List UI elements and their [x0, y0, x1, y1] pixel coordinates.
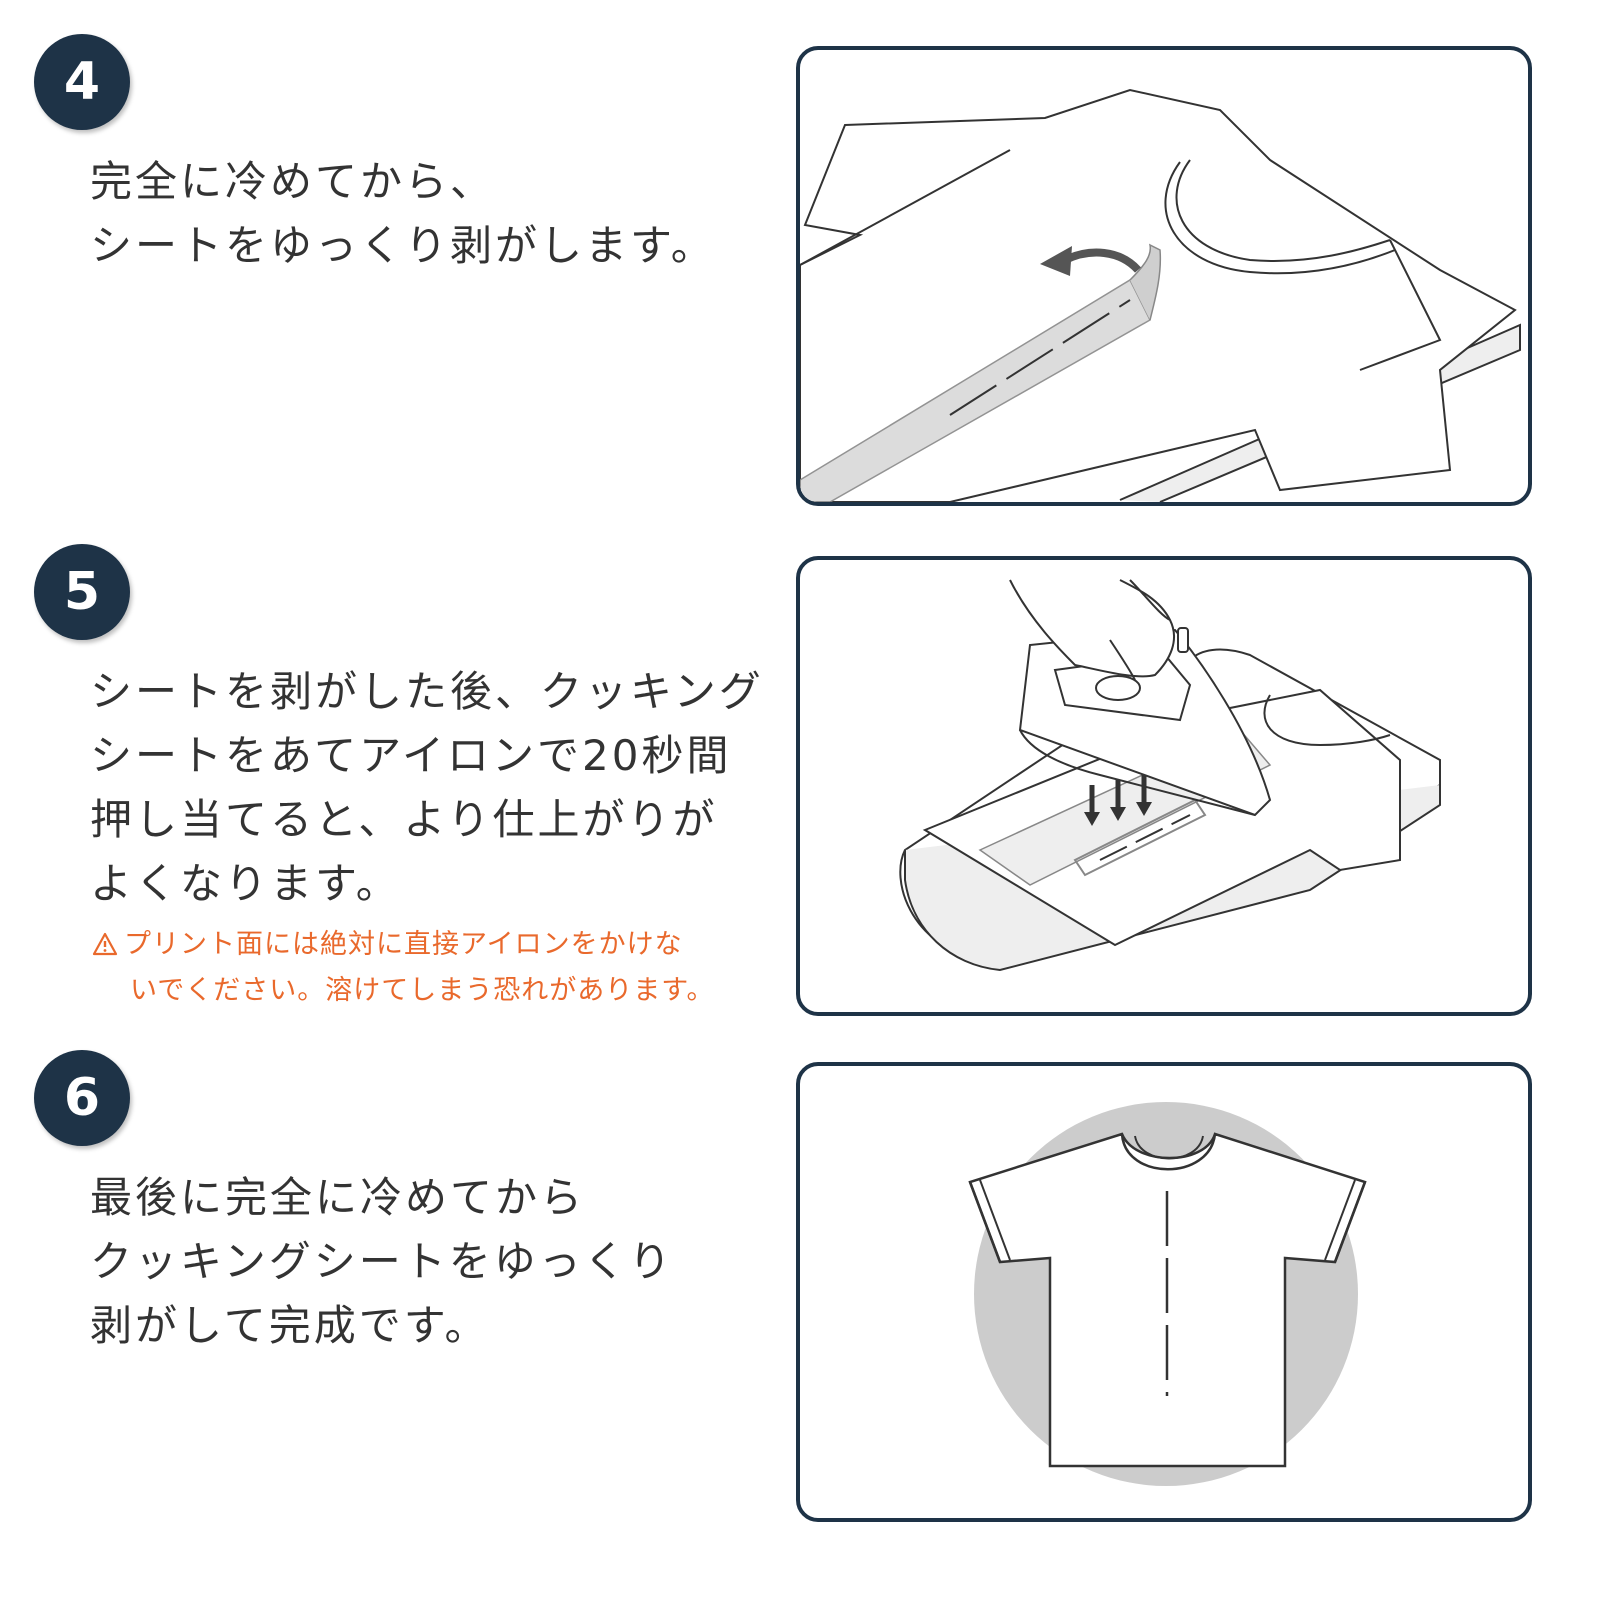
step-5-line-4: よくなります。 — [90, 859, 401, 908]
step-5-line-1: シートを剥がした後、クッキング — [90, 667, 764, 716]
warning-triangle-icon — [92, 922, 124, 968]
step-6-badge: 6 — [34, 1050, 130, 1146]
step-5-line-2: シートをあてアイロンで20秒間 — [90, 731, 732, 780]
step-6-line-3: 剥がして完成です。 — [90, 1301, 490, 1350]
step-6-line-2: クッキングシートをゆっくり — [90, 1237, 674, 1286]
warning-line-1: プリント面には絶対に直接アイロンをかけな — [92, 922, 752, 968]
step-5-badge: 5 — [34, 544, 130, 640]
step-4-line-1: 完全に冷めてから、 — [90, 157, 496, 206]
step-5-line-3: 押し当てると、より仕上がりが — [90, 795, 718, 844]
step-6-line-1: 最後に完全に冷めてから — [90, 1173, 586, 1222]
step-5-illustration — [796, 556, 1532, 1016]
warning-text-1: プリント面には絶対に直接アイロンをかけな — [124, 929, 683, 960]
step-6-illustration — [796, 1062, 1532, 1522]
step-5-text: シートを剥がした後、クッキング シートをあてアイロンで20秒間 押し当てると、よ… — [90, 660, 770, 916]
step-4-line-2: シートをゆっくり剥がします。 — [90, 221, 716, 270]
step-4-badge: 4 — [34, 34, 130, 130]
step-5-warning: プリント面には絶対に直接アイロンをかけな いでください。溶けてしまう恐れがありま… — [92, 922, 752, 1014]
warning-line-2: いでください。溶けてしまう恐れがあります。 — [130, 975, 715, 1006]
step-6-text: 最後に完全に冷めてから クッキングシートをゆっくり 剥がして完成です。 — [90, 1166, 770, 1358]
step-4-text: 完全に冷めてから、 シートをゆっくり剥がします。 — [90, 150, 770, 278]
step-4-illustration — [796, 46, 1532, 506]
